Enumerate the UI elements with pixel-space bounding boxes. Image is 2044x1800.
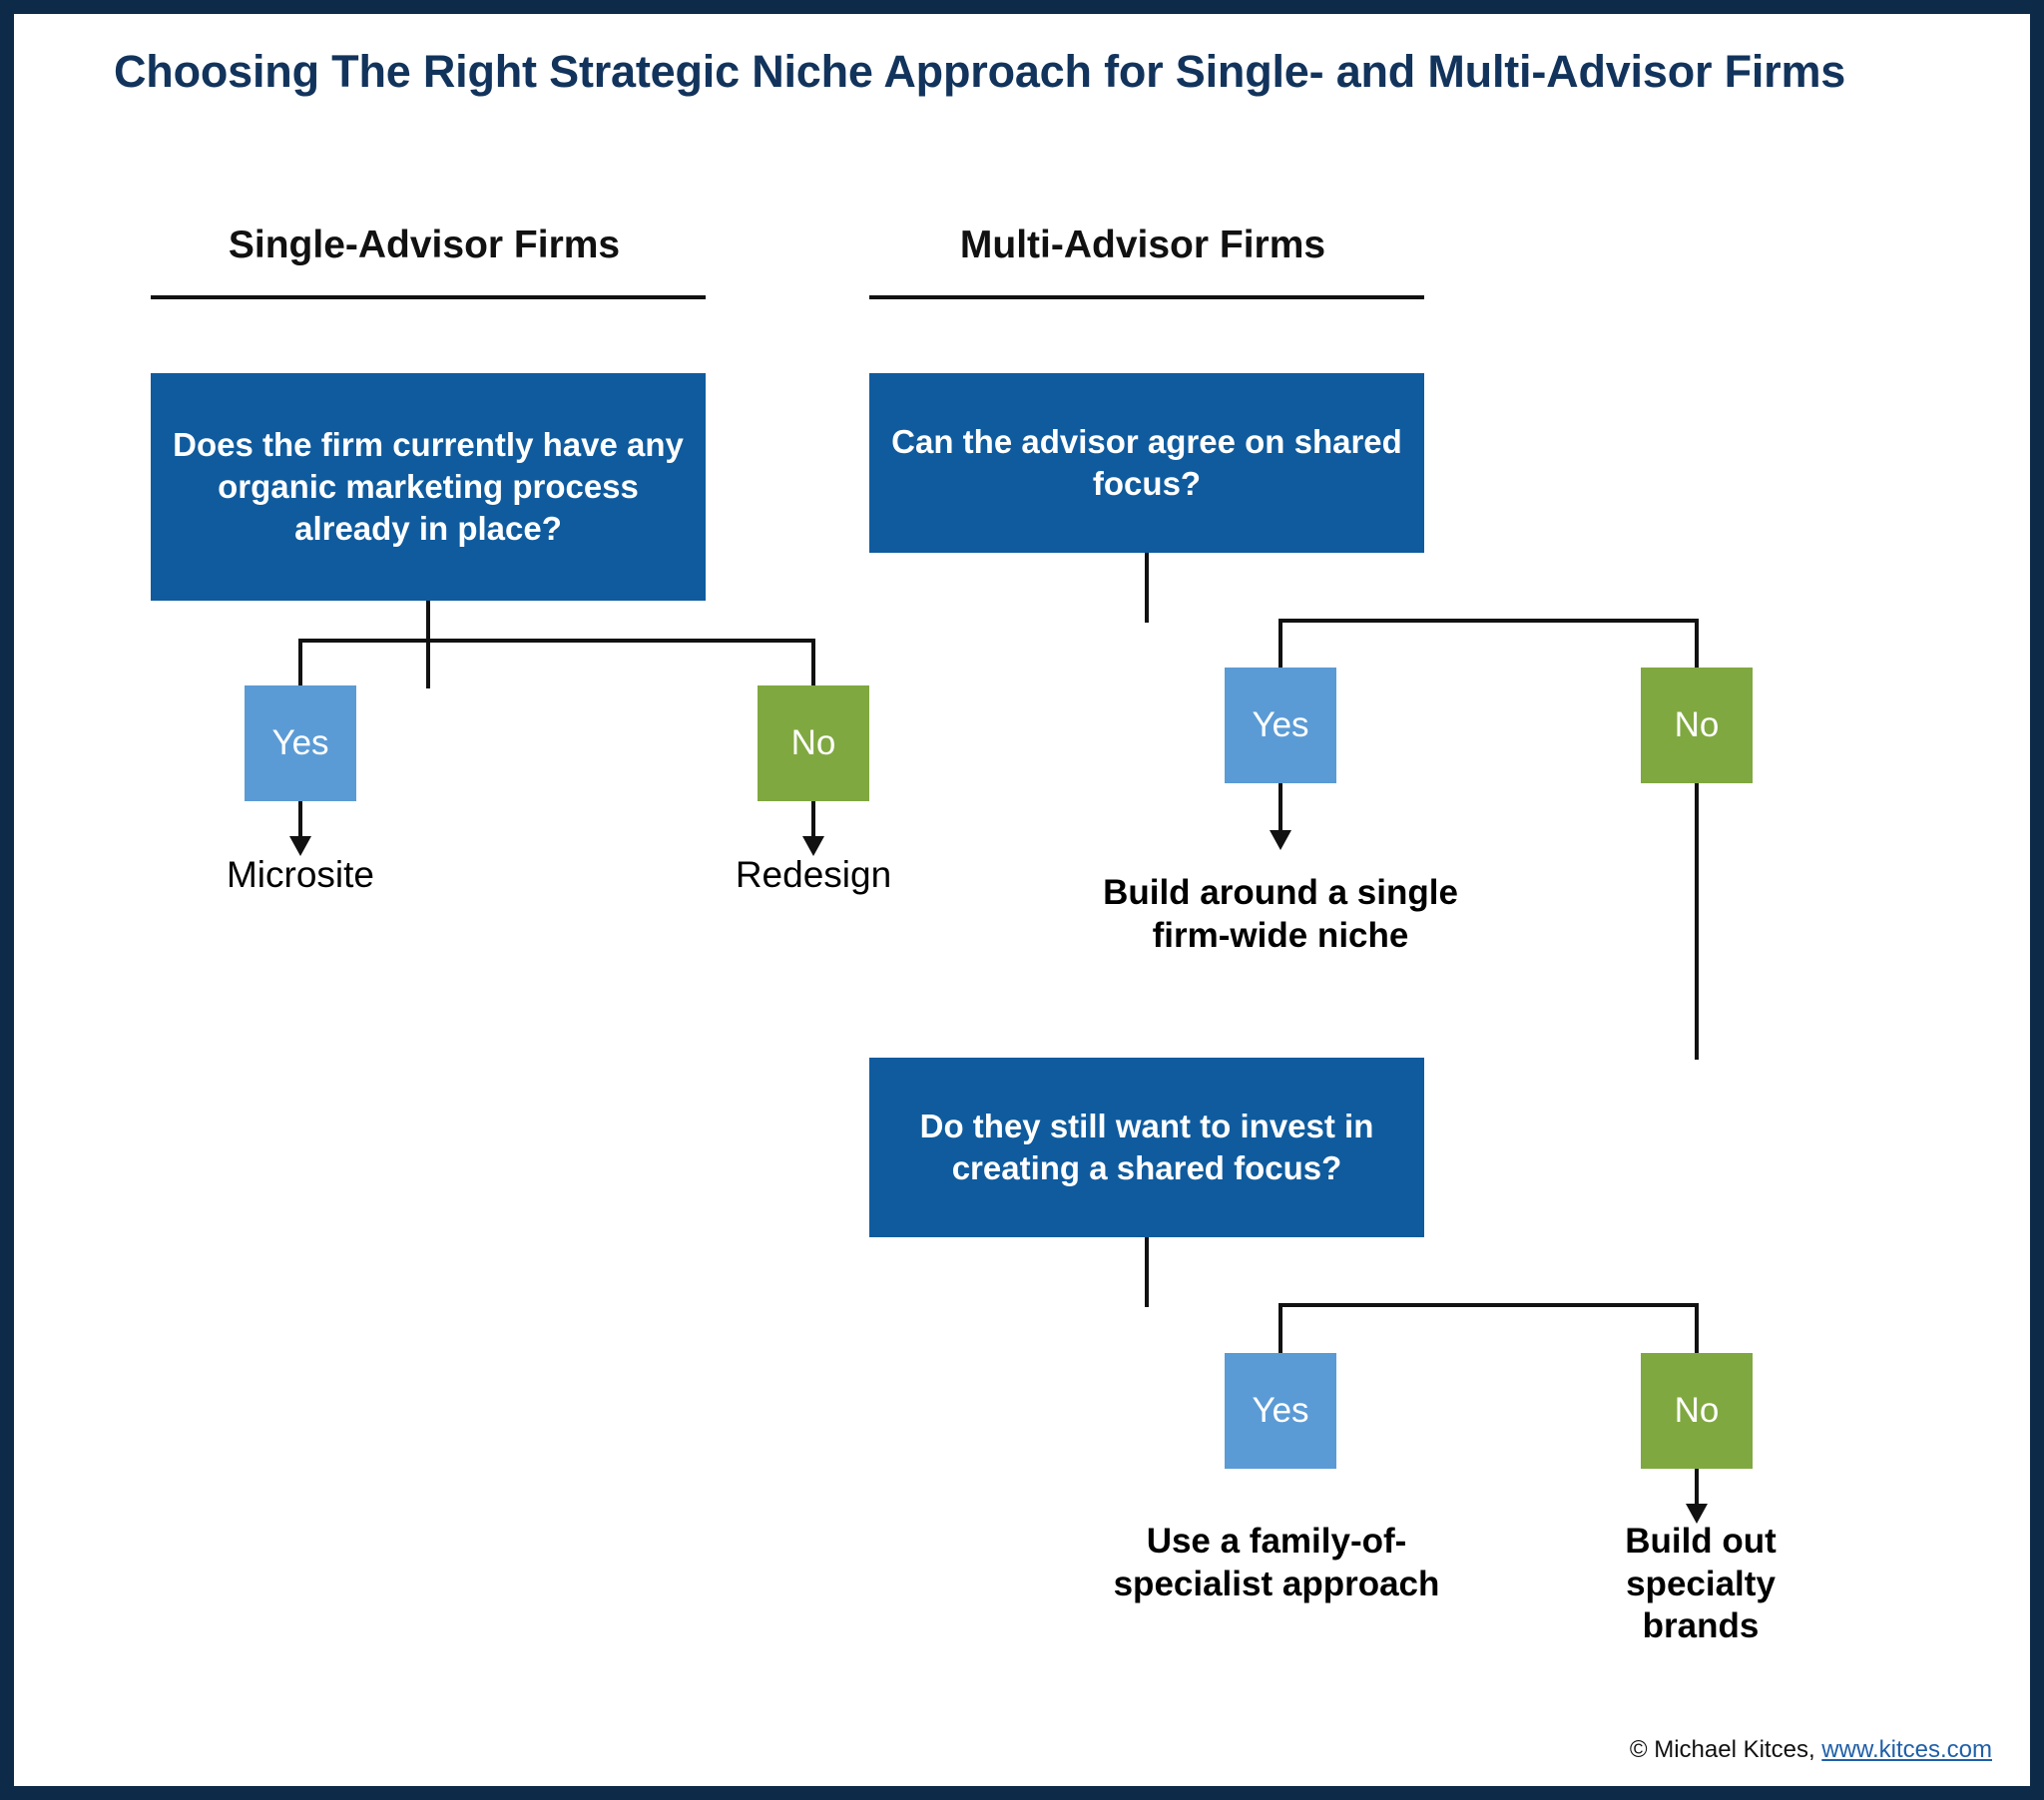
connector-q2-no-drop bbox=[1695, 619, 1699, 673]
page-title: Choosing The Right Strategic Niche Appro… bbox=[114, 46, 1846, 97]
diagram-canvas: Choosing The Right Strategic Niche Appro… bbox=[14, 14, 2030, 1786]
connector-q3-yes-drop bbox=[1278, 1303, 1282, 1357]
footer-attribution: © Michael Kitces, www.kitces.com bbox=[1630, 1736, 1992, 1764]
arrow-q1-no bbox=[802, 836, 824, 856]
chip-q3-no: No bbox=[1641, 1353, 1753, 1469]
connector-q1-no-arrow-shaft bbox=[811, 801, 815, 843]
connector-q1-stem bbox=[426, 601, 430, 688]
connector-q3-stem bbox=[1145, 1237, 1149, 1307]
arrow-q3-no bbox=[1686, 1504, 1708, 1524]
connector-q3-no-drop bbox=[1695, 1303, 1699, 1357]
chip-q2-no: No bbox=[1641, 668, 1753, 783]
decision-box-invest-shared-focus: Do they still want to invest in creating… bbox=[869, 1058, 1424, 1237]
arrow-q1-yes bbox=[289, 836, 311, 856]
outcome-redesign: Redesign bbox=[735, 854, 892, 895]
connector-q2-yes-arrow-shaft bbox=[1278, 783, 1282, 835]
connector-q1-yes-arrow-shaft bbox=[298, 801, 302, 843]
chip-q2-yes: Yes bbox=[1225, 668, 1336, 783]
column-rule-single-advisor bbox=[151, 295, 706, 299]
connector-q3-no-arrow-shaft bbox=[1695, 1469, 1699, 1511]
chip-q1-no: No bbox=[758, 685, 869, 801]
connector-q3-split bbox=[1278, 1303, 1697, 1307]
connector-q2-stem bbox=[1145, 553, 1149, 623]
decision-box-shared-focus: Can the advisor agree on shared focus? bbox=[869, 373, 1424, 553]
outcome-family-of-specialist: Use a family-of-specialist approach bbox=[1113, 1522, 1440, 1603]
chip-q3-yes: Yes bbox=[1225, 1353, 1336, 1469]
outcome-specialty-brands: Build out specialty brands bbox=[1625, 1522, 1777, 1646]
connector-q1-no-drop bbox=[811, 639, 815, 690]
footer-copyright: © Michael Kitces, bbox=[1629, 1736, 1822, 1763]
outcome-microsite: Microsite bbox=[226, 854, 375, 895]
arrow-q2-yes bbox=[1270, 830, 1291, 850]
column-header-single-advisor: Single-Advisor Firms bbox=[228, 224, 621, 266]
connector-q2-no-to-q3 bbox=[1695, 783, 1699, 1060]
connector-q2-yes-drop bbox=[1278, 619, 1282, 673]
column-rule-multi-advisor bbox=[869, 295, 1424, 299]
footer-link-kitces[interactable]: www.kitces.com bbox=[1821, 1736, 1992, 1763]
decision-box-organic-marketing: Does the firm currently have any organic… bbox=[151, 373, 706, 601]
connector-q1-split bbox=[298, 639, 813, 643]
chip-q1-yes: Yes bbox=[245, 685, 356, 801]
column-header-multi-advisor: Multi-Advisor Firms bbox=[959, 224, 1326, 266]
connector-q2-split bbox=[1278, 619, 1697, 623]
outcome-single-firmwide-niche: Build around a single firm-wide niche bbox=[1103, 873, 1458, 955]
connector-q1-yes-drop bbox=[298, 639, 302, 690]
